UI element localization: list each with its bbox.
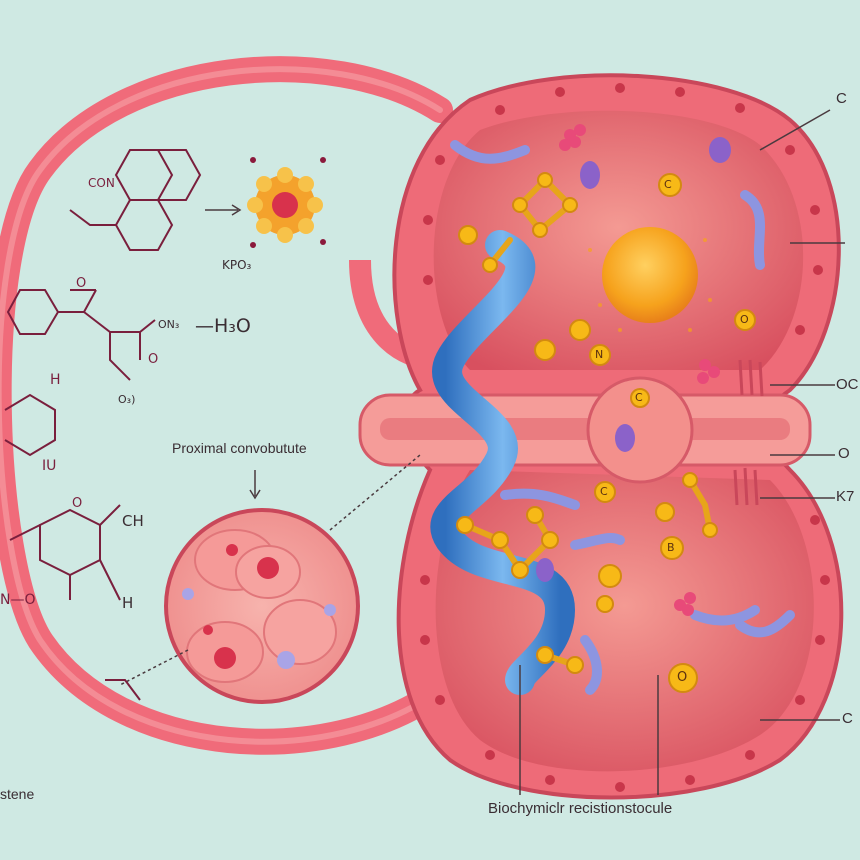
label-right-c1: C [836, 90, 847, 107]
inset-cells [182, 529, 337, 683]
chem-n-o: N—O [0, 592, 36, 608]
bead-o2: O [677, 670, 688, 685]
chem-on: ON₃ [158, 318, 180, 331]
bead-c3: C [635, 391, 643, 404]
leader-inset-bottom [119, 649, 189, 686]
chem-h2o: —H₃O [195, 315, 251, 337]
chem-kpo: KPO₃ [222, 258, 252, 272]
right-leaders [759, 109, 845, 721]
label-right-c2: C [842, 710, 853, 727]
chem-o-b: O [148, 352, 159, 367]
bead-c2: C [600, 485, 608, 498]
chem-iu: IU [42, 458, 57, 474]
label-right-o: O [838, 445, 850, 462]
bead-c1: C [664, 178, 672, 191]
chem-o-c: O [72, 496, 83, 511]
nucleus [602, 227, 698, 323]
chem-h-right: H [122, 594, 134, 612]
purple-vesicles [536, 137, 731, 582]
bead-n1: N [595, 348, 604, 361]
central-vesicle [586, 376, 694, 484]
bead-b1: B [667, 541, 675, 554]
label-right-k7: K7 [836, 488, 855, 505]
bead-o1: O [740, 313, 749, 326]
chem-o-a: O [76, 276, 87, 291]
membrane-striations [733, 359, 764, 506]
molecule-ring [247, 157, 326, 248]
chem-con: CON [88, 176, 115, 190]
chemical-structures [4, 149, 202, 701]
label-bottom-caption: Biochymiclr recistionstocule [488, 800, 673, 817]
pink-clusters [559, 124, 720, 616]
organelles-blue [450, 140, 795, 695]
blue-ribbon [430, 230, 576, 695]
chem-h-top: H [50, 372, 61, 388]
chem-o-sub: O₃) [118, 393, 136, 406]
label-right-oc: OC [836, 376, 859, 393]
chem-ch: CH [122, 512, 144, 530]
leader-inset-top [329, 454, 421, 531]
cell-interior-lower [435, 470, 814, 772]
label-proximal: Proximal convobutute [172, 440, 307, 456]
membrane-dots [420, 83, 830, 792]
yellow-beads [456, 172, 756, 693]
label-left-bottom: stene [0, 786, 35, 802]
